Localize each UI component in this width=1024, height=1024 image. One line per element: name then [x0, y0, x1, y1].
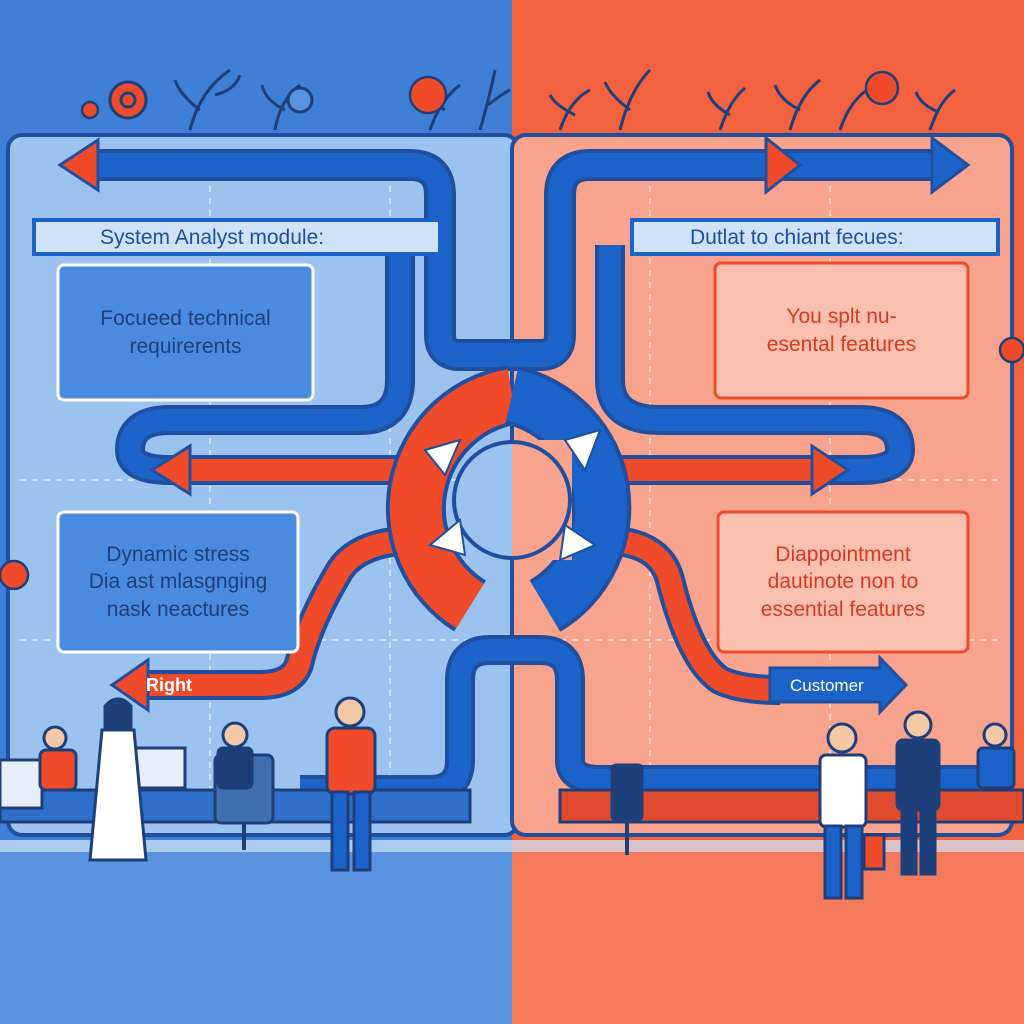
- red-bottom-left-arrowhead: [109, 657, 150, 713]
- cycle-ring: [385, 365, 632, 632]
- person-standing-red: [325, 696, 377, 872]
- left-floor: [0, 840, 512, 1024]
- left-bottom-line-2: Dia ast mlasgnging: [88, 570, 268, 594]
- left-bottom-line-3: nask neactures: [106, 597, 250, 621]
- right-top-line-2: esental features: [766, 332, 917, 356]
- office-chair-right: [610, 763, 644, 822]
- person-sitting-left: [38, 725, 78, 792]
- left-header-label: System Analyst module:: [100, 226, 325, 249]
- left-top-box: [56, 263, 315, 402]
- person-sitting-chair: [216, 721, 254, 790]
- left-bottom-box-text: Dynamic stress Dia ast mlasgnging nask n…: [58, 512, 298, 652]
- left-bottom-box: [56, 510, 300, 654]
- top-right-arrowhead: [930, 135, 971, 195]
- left-bottom-line-1: Dynamic stress: [106, 543, 250, 567]
- right-bottom-line-1: Diappointment: [775, 543, 911, 567]
- top-mid-arrowhead: [764, 134, 803, 196]
- computer-monitor: [0, 758, 44, 810]
- right-arrow-label: Right: [146, 675, 192, 695]
- person-standing-suit: [895, 710, 941, 876]
- right-bottom-line-3: essential features: [760, 597, 926, 621]
- flower-icons: [0, 70, 1024, 591]
- right-header-label: Dutlat to chiant fecues:: [690, 226, 904, 249]
- left-top-line-1: Focueed technical: [100, 307, 271, 331]
- red-right-arrowhead: [810, 443, 851, 497]
- customer-arrow: [768, 654, 909, 716]
- person-sitting-right: [976, 722, 1016, 790]
- customer-arrow-label: Customer: [790, 676, 864, 695]
- right-top-box: [713, 261, 970, 400]
- red-left-arrowhead: [149, 443, 192, 497]
- right-top-box-text: You splt nu- esental features: [715, 263, 968, 398]
- right-bottom-box: [716, 510, 970, 654]
- person-standing-white: [818, 722, 886, 900]
- right-top-line-1: You splt nu-: [786, 305, 897, 329]
- left-top-box-text: Focueed technical requirerents: [58, 265, 313, 400]
- top-left-arrowhead: [57, 137, 100, 193]
- gear-icons: [108, 80, 314, 120]
- right-bottom-box-text: Diappointment dautinote non to essential…: [718, 512, 968, 652]
- right-bottom-line-2: dautinote non to: [767, 570, 919, 594]
- right-floor: [512, 840, 1024, 1024]
- left-top-line-2: requirerents: [129, 334, 242, 358]
- computer-monitor-2: [133, 746, 187, 790]
- person-woman: [88, 697, 148, 862]
